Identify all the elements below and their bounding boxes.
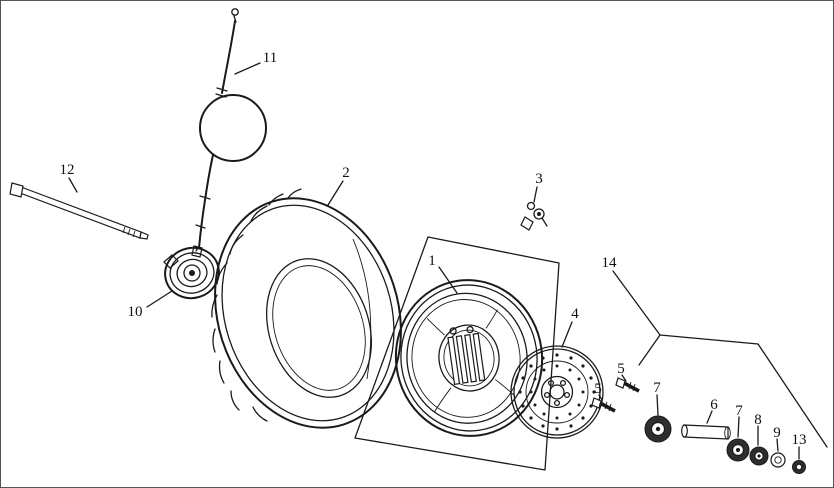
callout-10: 10: [128, 304, 143, 320]
brake-disc: [510, 345, 604, 439]
nut-13: [792, 460, 806, 474]
speedometer-drive: [163, 246, 220, 300]
spacer-tube-6: [681, 424, 731, 440]
callout-3: 3: [535, 171, 543, 187]
callout-2: 2: [342, 165, 350, 181]
wheel-rim: [394, 279, 544, 437]
oil-seal-8: [749, 446, 769, 466]
sensor-clip: [520, 201, 548, 231]
callout-11: 11: [263, 50, 277, 66]
callout-8: 8: [754, 412, 762, 428]
callout-14: 14: [602, 255, 618, 271]
front-axle: [9, 182, 149, 240]
callout-leaders: [68, 62, 800, 460]
callout-13: 13: [792, 432, 807, 448]
spacer-9: [770, 452, 786, 468]
wheel-detail-box: [354, 236, 560, 471]
bolt-5b: [591, 397, 616, 413]
callout-6: 6: [710, 397, 718, 413]
callout-12: 12: [60, 162, 75, 178]
bearing-7a: [644, 415, 672, 443]
tire: [211, 188, 402, 429]
callout-7a: 7: [653, 380, 661, 396]
disc-drill-holes: [518, 353, 596, 431]
tire-tread-marks: [211, 188, 302, 422]
callout-5b: 5: [594, 381, 602, 397]
callout-9: 9: [773, 425, 781, 441]
hub-slots: [447, 332, 486, 385]
callout-7b: 7: [735, 403, 743, 419]
callout-5a: 5: [617, 361, 625, 377]
callout-1: 1: [428, 253, 436, 269]
bearing-7b: [726, 438, 750, 462]
speedometer-cable: [191, 8, 267, 258]
callout-4: 4: [571, 306, 579, 322]
callout-14-region-lines: [612, 270, 828, 448]
bolt-5a: [615, 377, 640, 393]
disc-bolt-holes: [543, 379, 571, 407]
callout-labels: 11 12 2 3 10 1 4 14 5 5 7 6 7 8 9 13: [60, 50, 807, 448]
